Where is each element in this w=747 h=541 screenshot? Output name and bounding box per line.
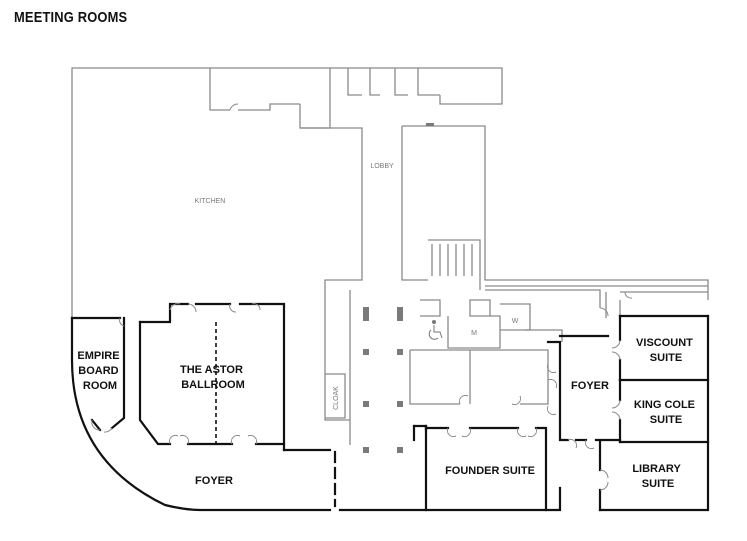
kitchen-label: KITCHEN bbox=[195, 198, 226, 205]
men-restroom-label: M bbox=[471, 330, 477, 337]
service-labels: KITCHEN LOBBY CLOAK M W bbox=[195, 163, 519, 410]
meeting-walls bbox=[70, 302, 710, 512]
library-suite-label: LIBRARY SUITE bbox=[632, 463, 683, 490]
lobby-columns bbox=[363, 123, 434, 453]
lobby-label: LOBBY bbox=[370, 163, 394, 170]
king-cole-suite-label: KING COLE SUITE bbox=[634, 399, 698, 426]
doors bbox=[91, 103, 633, 491]
cloak-label: CLOAK bbox=[333, 386, 340, 410]
women-restroom-label: W bbox=[512, 318, 519, 325]
page-title: MEETING ROOMS bbox=[14, 9, 128, 26]
room-labels: EMPIRE BOARD ROOM THE ASTOR BALLROOM FOY… bbox=[77, 337, 698, 490]
service-walls bbox=[71, 67, 709, 445]
empire-board-room-label: EMPIRE BOARD ROOM bbox=[77, 350, 122, 392]
viscount-suite-label: VISCOUNT SUITE bbox=[636, 337, 696, 364]
foyer-left-label: FOYER bbox=[195, 475, 233, 487]
accessible-restroom-icon bbox=[428, 320, 443, 340]
foyer-right-label: FOYER bbox=[571, 380, 609, 392]
founder-suite-label: FOUNDER SUITE bbox=[445, 465, 535, 477]
astor-ballroom-label: THE ASTOR BALLROOM bbox=[180, 364, 246, 391]
